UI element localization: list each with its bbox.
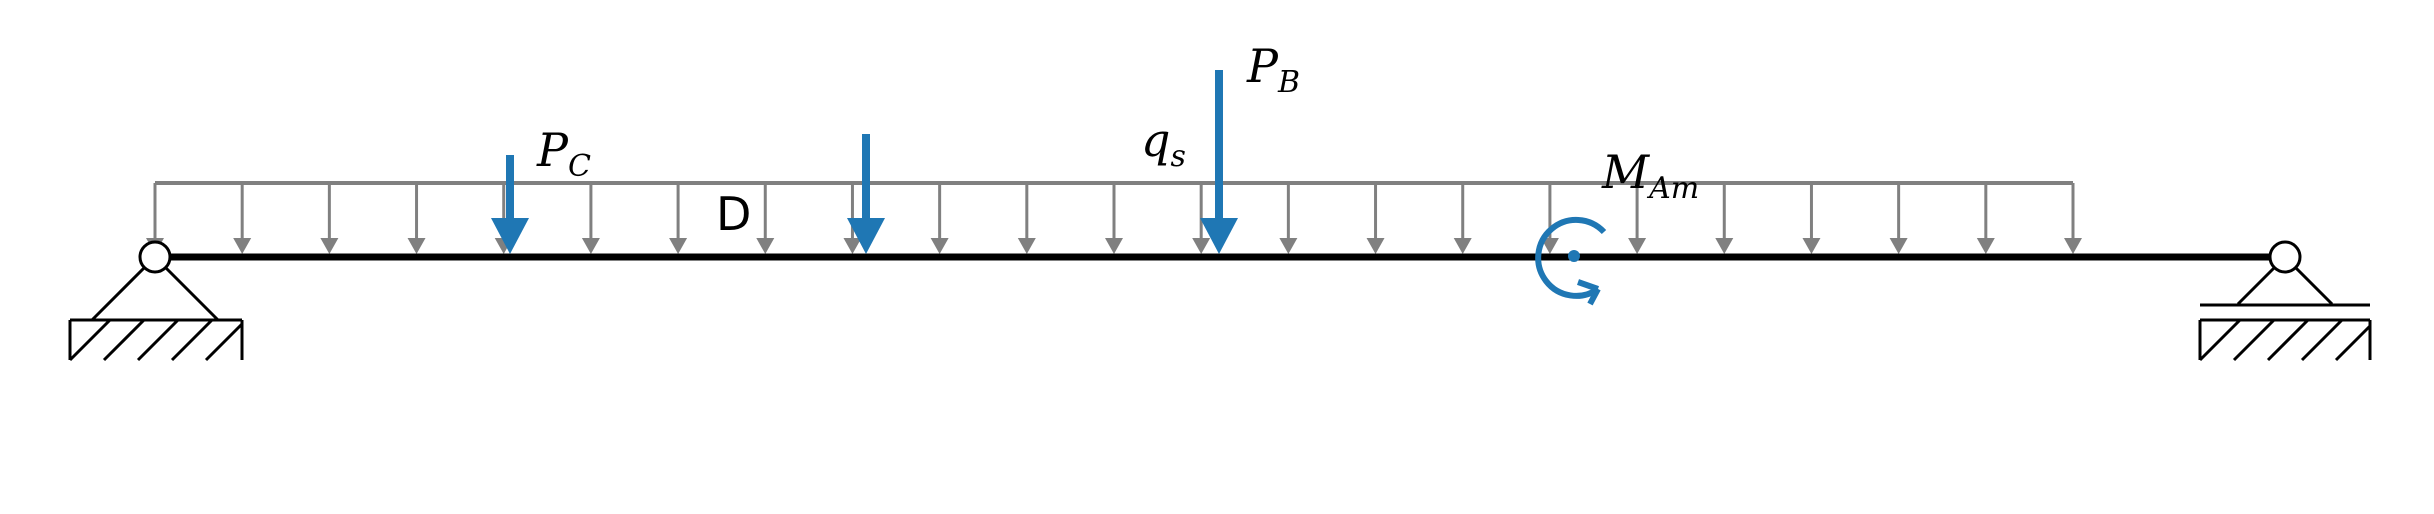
- distributed-load-arrow-head: [1366, 238, 1385, 254]
- distributed-load-arrow-head: [233, 238, 252, 254]
- left-pin-support: [68, 240, 244, 362]
- distributed-load-arrow-head: [1105, 238, 1123, 254]
- distributed-load-arrow-head: [1802, 238, 1821, 254]
- distributed-load: [146, 181, 2082, 254]
- distributed-load-arrow-head: [1192, 238, 1211, 254]
- distributed-load-arrow-head: [320, 238, 339, 254]
- distributed-load-arrow-head: [1540, 238, 1559, 254]
- point-load-unlabeled-head: [847, 218, 885, 254]
- distributed-load-arrow-head: [756, 238, 775, 254]
- distributed-load-arrow-head: [1715, 238, 1734, 254]
- distributed-load-arrow-head: [407, 238, 426, 254]
- distributed-load-arrow-head: [1453, 238, 1472, 254]
- label-d: D: [716, 187, 751, 241]
- point-load-pc: [491, 155, 529, 254]
- label-mam: MAm: [1601, 145, 1699, 206]
- distributed-load-arrow-head: [930, 238, 949, 254]
- distributed-load-arrow-head: [1976, 238, 1995, 254]
- distributed-load-arrow-head: [1628, 238, 1647, 254]
- left-support-hinge: [138, 240, 172, 274]
- label-pb: PB: [1246, 39, 1300, 100]
- right-support-hinge: [2268, 240, 2302, 274]
- moment-mam-center: [1568, 250, 1580, 262]
- distributed-load-arrow-head: [1279, 238, 1298, 254]
- left-support-hatch: [68, 318, 244, 362]
- point-load-unlabeled: [847, 134, 885, 254]
- distributed-load-arrow-head: [2064, 238, 2082, 254]
- moment-mam: [1535, 216, 1607, 306]
- distributed-load-arrow-head: [843, 238, 862, 254]
- distributed-load-arrow-head: [1017, 238, 1036, 254]
- point-load-pb-head: [1200, 218, 1238, 254]
- label-qs: qs: [1141, 113, 1186, 174]
- point-load-pc-head: [491, 218, 529, 254]
- distributed-load-arrow-head: [581, 238, 600, 254]
- point-load-pb: [1200, 70, 1238, 254]
- distributed-load-arrow-head: [1889, 238, 1908, 254]
- right-roller-support: [2198, 240, 2372, 362]
- moment-mam-arrow-tail: [1577, 279, 1599, 292]
- label-pc: PC: [536, 123, 591, 184]
- right-support-hatch: [2198, 318, 2372, 362]
- distributed-load-arrow-head: [669, 238, 688, 254]
- moment-mam-arc: [1535, 216, 1607, 299]
